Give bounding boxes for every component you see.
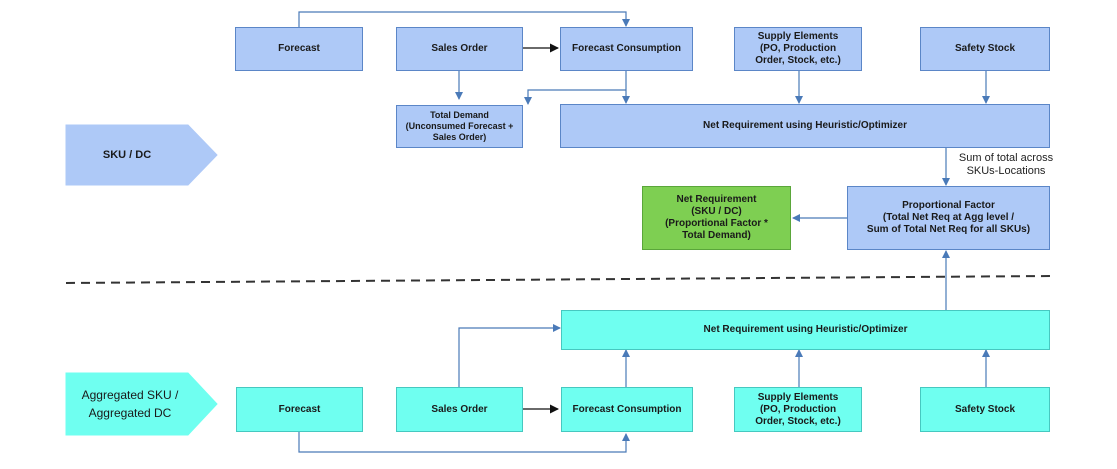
top-safety-stock-box: Safety Stock	[920, 27, 1050, 71]
level-marker-aggregated	[65, 372, 218, 436]
top-forecast-consumption-box: Forecast Consumption	[560, 27, 693, 71]
proportional-factor-box: Proportional Factor (Total Net Req at Ag…	[847, 186, 1050, 250]
level-divider	[65, 275, 1051, 284]
top-total-demand-box: Total Demand (Unconsumed Forecast + Sale…	[396, 105, 523, 148]
bottom-sales-order-box: Sales Order	[396, 387, 523, 432]
arrow-aggforecast-to-consumption	[298, 432, 630, 453]
bottom-forecast-consumption-box: Forecast Consumption	[561, 387, 693, 432]
top-sales-order-box: Sales Order	[396, 27, 523, 71]
top-net-requirement-box: Net Requirement using Heuristic/Optimize…	[560, 104, 1050, 148]
level-label-aggregated: Aggregated SKU / Aggregated DC	[81, 388, 179, 420]
net-requirement-sku-dc-box: Net Requirement (SKU / DC) (Proportional…	[642, 186, 791, 250]
level-label-sku-dc: SKU / DC	[102, 149, 152, 161]
bottom-supply-elements-box: Supply Elements (PO, Production Order, S…	[734, 387, 862, 432]
bottom-safety-stock-box: Safety Stock	[920, 387, 1050, 432]
top-forecast-box: Forecast	[235, 27, 363, 71]
level-marker-sku-dc	[65, 124, 218, 186]
top-supply-elements-box: Supply Elements (PO, Production Order, S…	[734, 27, 862, 71]
arrow-aggsalesorder-to-netreq	[458, 324, 561, 387]
sum-across-note: Sum of total across SKUs-Locations	[958, 152, 1054, 177]
bottom-net-requirement-box: Net Requirement using Heuristic/Optimize…	[561, 310, 1050, 350]
arrow-consumption-to-totaldemand	[524, 89, 626, 105]
bottom-forecast-box: Forecast	[236, 387, 363, 432]
arrow-forecast-to-consumption	[298, 11, 630, 27]
